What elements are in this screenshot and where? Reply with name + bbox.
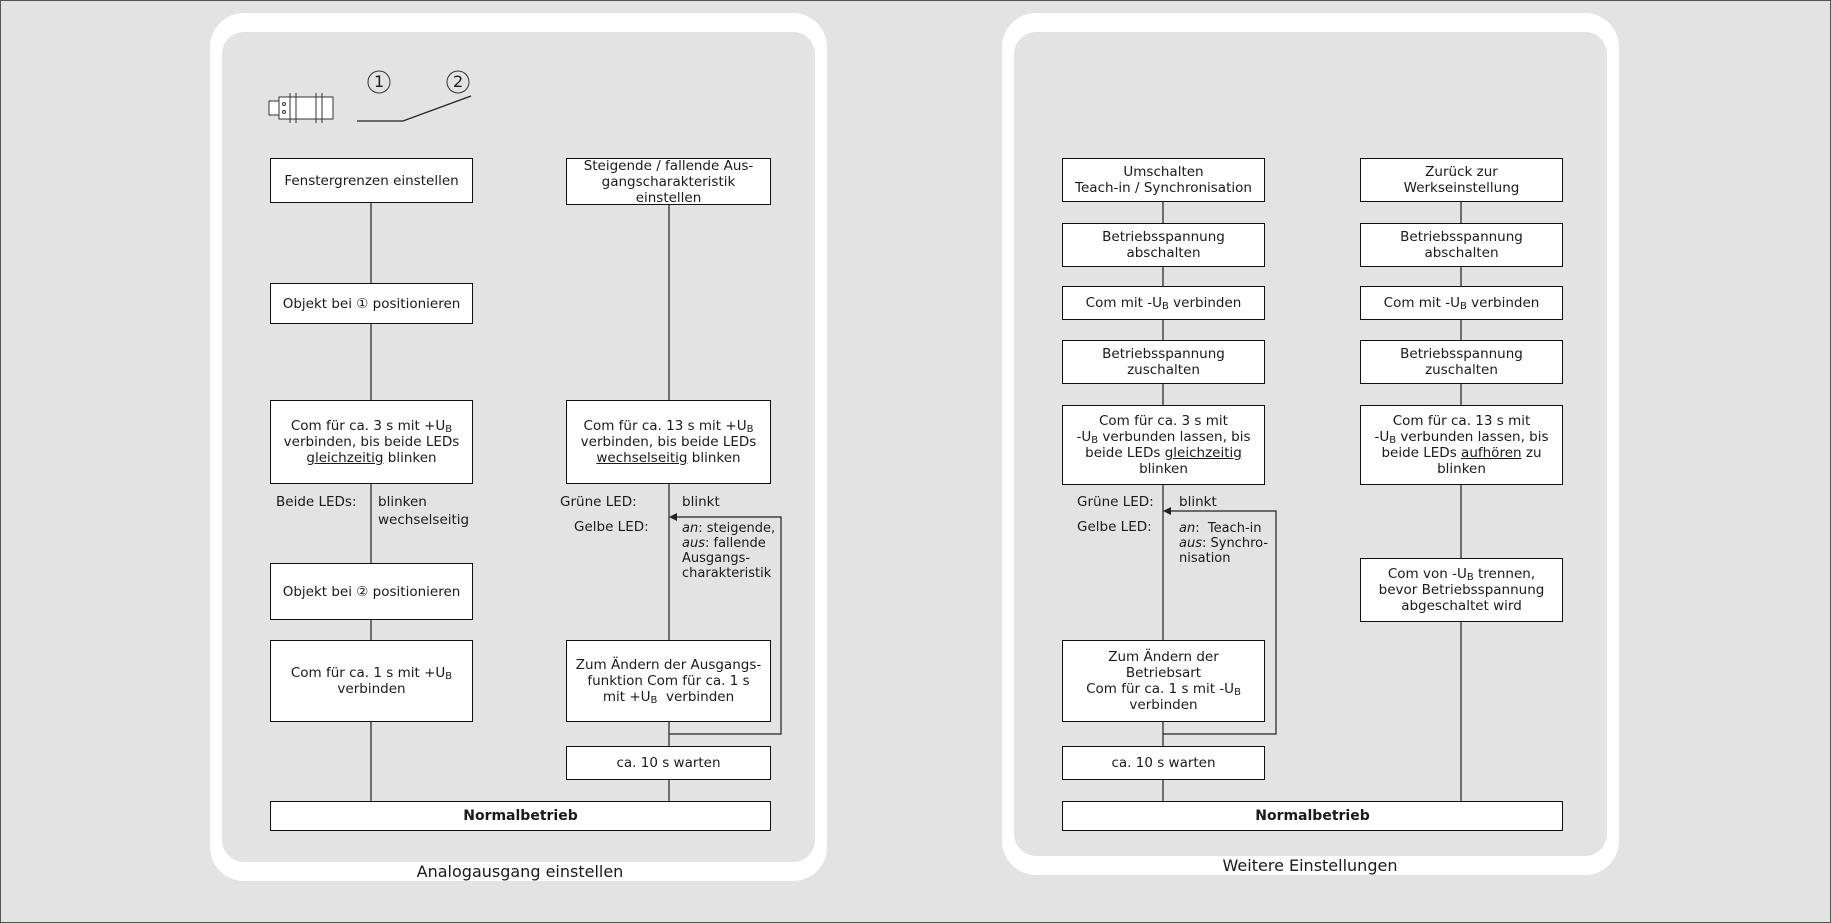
step-warten-left: ca. 10 s warten (566, 746, 771, 780)
gelbe-led-note-right: an: Teach-in aus: Synchro- nisation (1179, 521, 1269, 566)
marker-circle-1 (367, 70, 391, 94)
gruene-led-state-left: blinkt (682, 494, 720, 510)
normalbetrieb-right: Normalbetrieb (1062, 801, 1563, 831)
step-steigende-fallende: Steigende / fallende Aus-gangscharakteri… (566, 158, 771, 206)
marker-1-label: 1 (374, 72, 385, 91)
marker-circle-2 (446, 70, 470, 94)
beide-leds-label: Beide LEDs: (276, 494, 357, 510)
gelbe-led-note-left: an: steigende, aus: fallende Ausgangs- c… (682, 521, 776, 581)
marker-2-label: 2 (453, 72, 464, 91)
feedback-arrow-left (669, 513, 677, 521)
gruene-led-state-right: blinkt (1179, 494, 1217, 510)
step-com-verbinden-b: Com mit -UB verbinden (1360, 286, 1563, 320)
normalbetrieb-left: Normalbetrieb (270, 801, 771, 831)
left-panel-caption: Analogausgang einstellen (416, 862, 624, 881)
beide-leds-state-1: blinken (378, 494, 427, 510)
step-fenstergrenzen: Fenstergrenzen einstellen (270, 158, 473, 203)
gruene-led-label-right: Grüne LED: (1077, 494, 1154, 510)
step-objekt-2: Objekt bei ② positionieren (270, 563, 473, 620)
gelbe-led-label-left: Gelbe LED: (574, 519, 649, 535)
step-com-trennen: Com von -UB trennen,bevor Betriebsspannu… (1360, 558, 1563, 622)
gruene-led-label-left: Grüne LED: (560, 494, 637, 510)
sensor-icon (268, 93, 334, 123)
step-com-13s-right: Com für ca. 13 s mit-UB verbunden lassen… (1360, 405, 1563, 485)
right-panel-caption: Weitere Einstellungen (1222, 856, 1398, 875)
beide-leds-state-2: wechselseitig (378, 512, 470, 528)
step-objekt-1: Objekt bei ① positionieren (270, 283, 473, 324)
step-zum-aendern-left: Zum Ändern der Ausgangs-funktion Com für… (566, 640, 771, 722)
step-com-3s-right: Com für ca. 3 s mit-UB verbunden lassen,… (1062, 405, 1265, 485)
gelbe-led-label-right: Gelbe LED: (1077, 519, 1152, 535)
characteristic-line (357, 95, 472, 122)
step-com-verbinden-a: Com mit -UB verbinden (1062, 286, 1265, 320)
step-warten-right: ca. 10 s warten (1062, 746, 1265, 780)
feedback-arrow-right (1163, 507, 1171, 515)
